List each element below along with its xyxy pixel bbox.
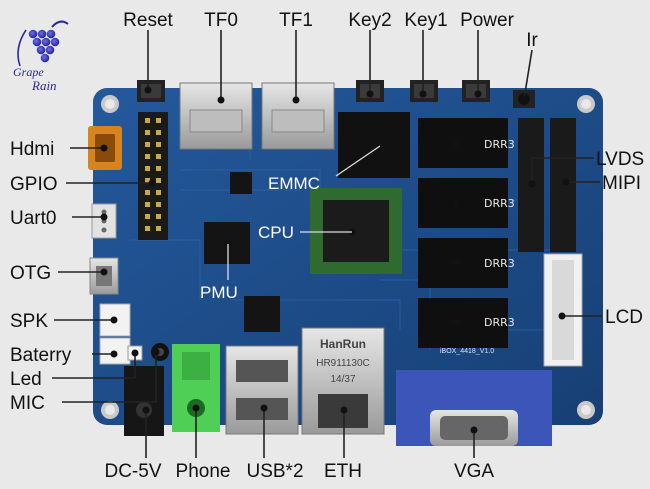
label-hdmi: Hdmi <box>10 139 54 160</box>
label-eth: ETH <box>324 461 362 482</box>
label-phone: Phone <box>176 461 231 482</box>
label-battery: Baterry <box>10 345 72 366</box>
mipi-header <box>550 118 576 252</box>
label-spk: SPK <box>10 311 48 332</box>
label-key1: Key1 <box>404 10 447 31</box>
label-mic: MIC <box>10 393 45 414</box>
label-lvds: LVDS <box>596 149 644 170</box>
label-pmu: PMU <box>200 283 238 302</box>
label-led: Led <box>10 369 42 390</box>
label-gpio: GPIO <box>10 174 58 195</box>
label-lcd: LCD <box>605 307 643 328</box>
misc-chip <box>230 172 252 194</box>
label-mipi: MIPI <box>602 173 641 194</box>
label-ddr-1: DRR3 <box>484 138 515 151</box>
dc-jack <box>124 366 164 436</box>
power-button-part <box>462 80 490 102</box>
hanrun-part-text: HR911130C <box>316 358 370 369</box>
grape-icon <box>17 20 69 67</box>
ddr-chip-1 <box>418 118 508 168</box>
mounting-hole <box>577 401 595 419</box>
hanrun-date-text: 14/37 <box>330 374 355 385</box>
label-emmc: EMMC <box>268 174 320 193</box>
label-uart0: Uart0 <box>10 208 56 229</box>
label-usb: USB*2 <box>246 461 303 482</box>
cpu-chip <box>310 188 402 274</box>
ddr-chip-4 <box>418 298 508 348</box>
label-vga: VGA <box>454 461 494 482</box>
label-dc: DC-5V <box>104 461 161 482</box>
lcd-connector <box>543 253 583 367</box>
label-key2: Key2 <box>348 10 391 31</box>
misc-chip <box>244 296 280 332</box>
circuit-board: HanRun HR911130C 14/37 i <box>88 80 603 446</box>
label-cpu: CPU <box>258 223 294 242</box>
label-power: Power <box>460 10 515 31</box>
label-ir: Ir <box>526 30 538 51</box>
mounting-hole <box>101 95 119 113</box>
board-id-text: iBOX_4418_V1.0 <box>440 348 494 355</box>
label-otg: OTG <box>10 263 51 284</box>
label-tf0: TF0 <box>204 10 238 31</box>
otg-port <box>89 257 119 295</box>
eth-port: HanRun HR911130C 14/37 <box>301 327 385 435</box>
label-ddr-3: DRR3 <box>484 257 515 270</box>
tf0-slot <box>179 82 253 150</box>
label-ddr-4: DRR3 <box>484 316 515 329</box>
ddr-chip-3 <box>418 238 508 288</box>
usb-port <box>225 345 299 435</box>
grape-rain-logo: Grape Rain <box>13 20 69 93</box>
pointer-lines <box>52 30 602 458</box>
ddr-chip-2 <box>418 178 508 228</box>
logo-line1: Grape <box>13 65 44 79</box>
logo-line2: Rain <box>31 78 57 93</box>
tf1-slot <box>261 82 335 150</box>
label-reset: Reset <box>123 10 173 31</box>
mounting-hole <box>577 95 595 113</box>
uart0-connector <box>91 203 117 239</box>
emmc-chip <box>338 112 410 178</box>
label-ddr-2: DRR3 <box>484 197 515 210</box>
hanrun-text: HanRun <box>320 337 366 351</box>
mounting-hole <box>101 401 119 419</box>
label-tf1: TF1 <box>279 10 313 31</box>
gpio-header <box>138 112 168 240</box>
